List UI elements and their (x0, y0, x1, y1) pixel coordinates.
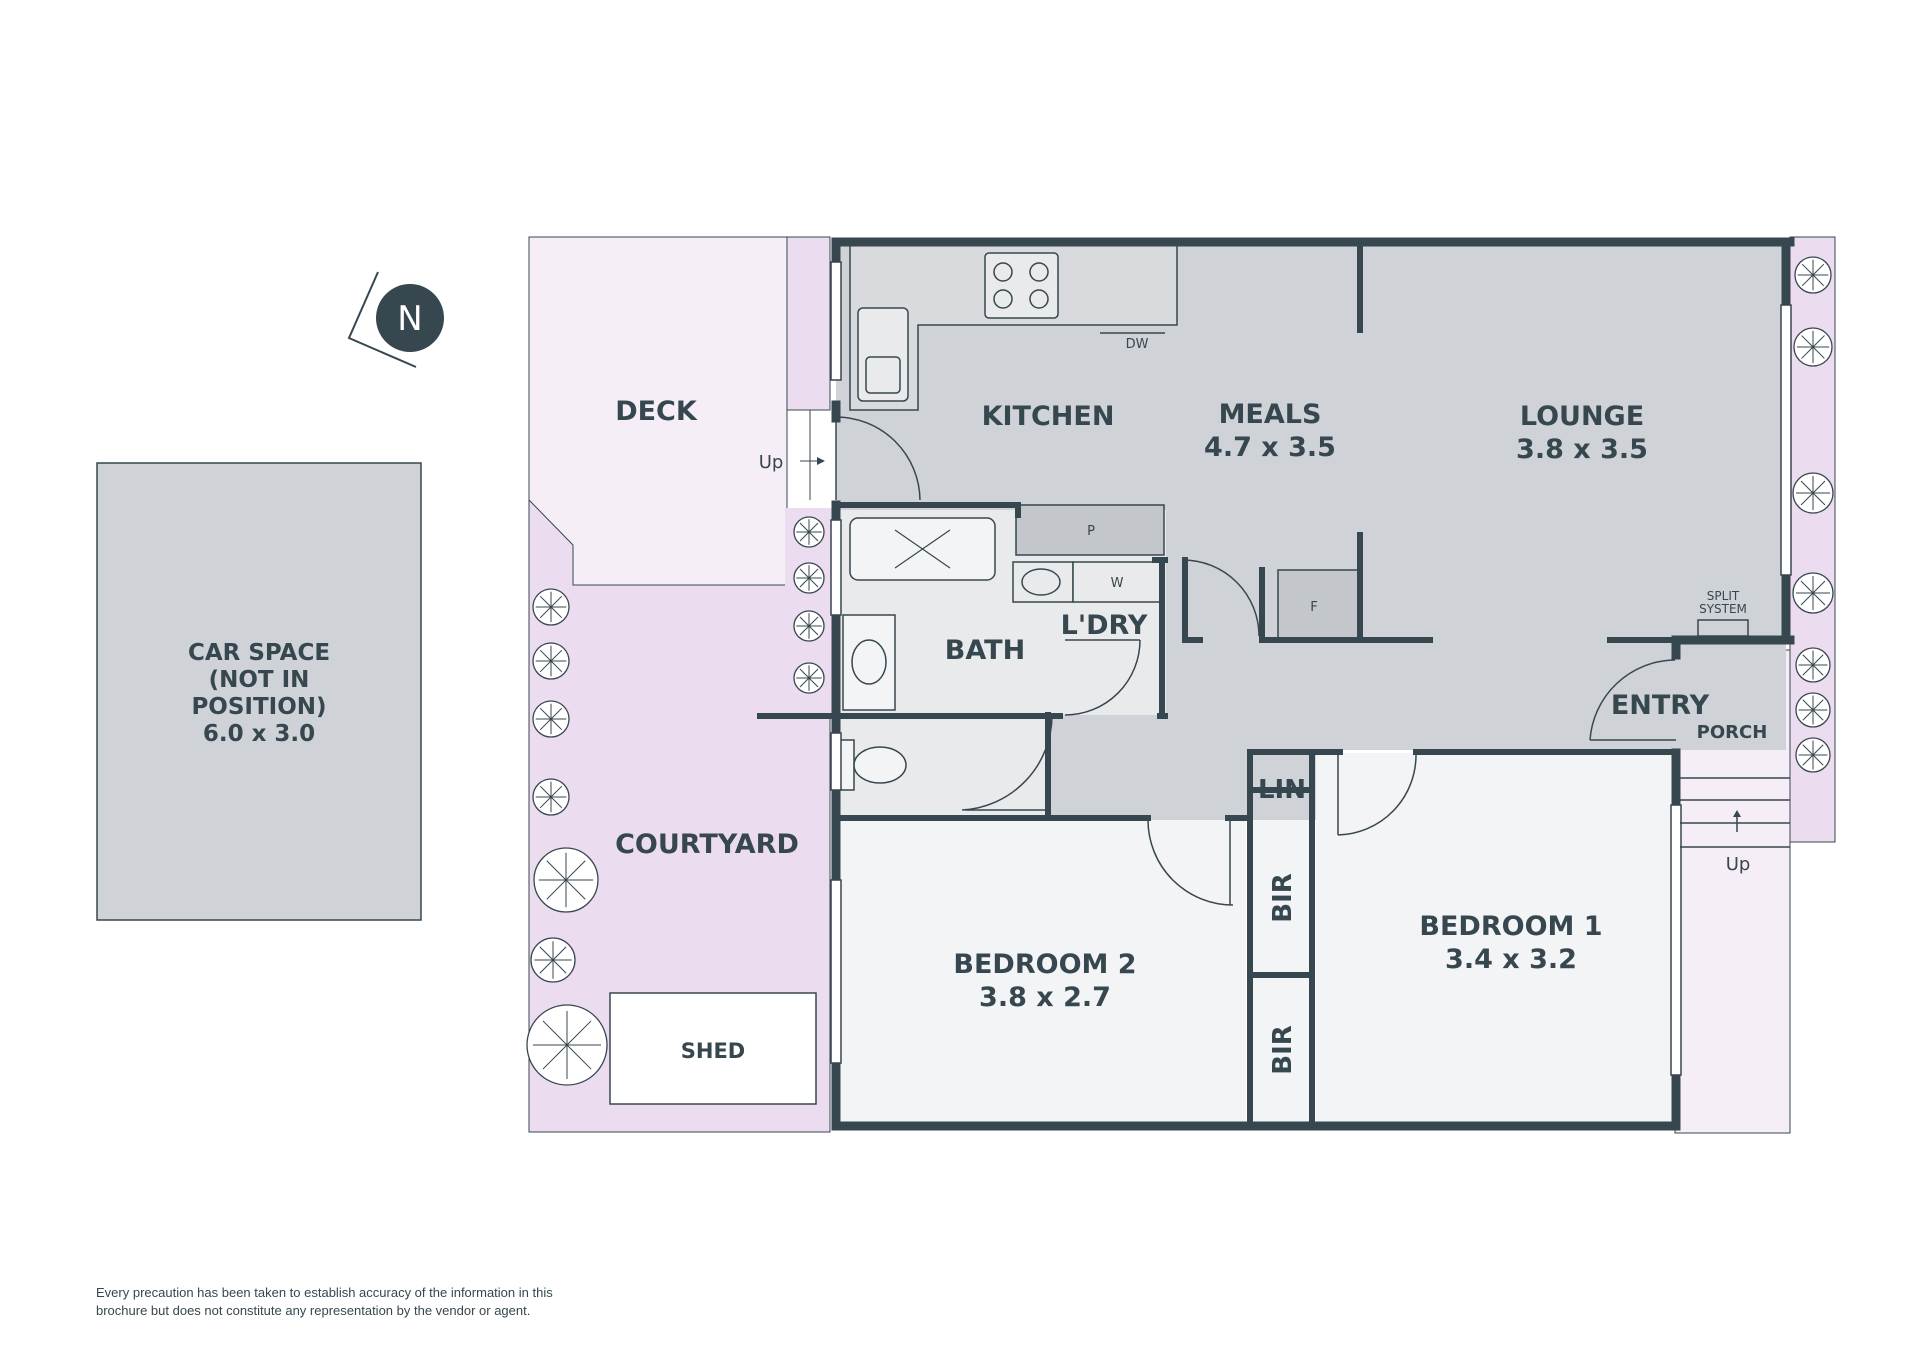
bedroom1-label: BEDROOM 1 (1419, 911, 1602, 942)
bedroom1-dims: 3.4 x 3.2 (1445, 944, 1577, 975)
shed-label: SHED (681, 1039, 745, 1063)
plant-leaves (1798, 740, 1828, 770)
deck-up-arrow (817, 457, 825, 465)
plant-leaves (535, 591, 567, 623)
laundry-tub-bowl (1021, 568, 1061, 596)
deck-area (528, 236, 788, 586)
plant-leaves (538, 852, 594, 908)
north-compass: N (347, 271, 444, 368)
deck-garden-strip (786, 236, 831, 411)
meals-dims: 4.7 x 3.5 (1204, 432, 1336, 463)
lin-label: LIN (1258, 775, 1306, 805)
car-space-label-line2: (NOT IN (209, 667, 310, 693)
cooktop-burner (1029, 262, 1049, 282)
cooktop-burner (993, 262, 1013, 282)
shed (609, 992, 817, 1105)
cooktop (984, 252, 1059, 319)
plant-leaves (534, 941, 572, 979)
plant-leaves (1798, 695, 1828, 725)
car-space-dims: 6.0 x 3.0 (203, 721, 315, 747)
deck-up-label: Up (759, 452, 784, 473)
plant-leaves (796, 665, 822, 691)
lounge-dims: 3.8 x 3.5 (1516, 434, 1648, 465)
car-space-label-line3: POSITION) (191, 694, 326, 720)
laundry-label: L'DRY (1061, 610, 1148, 641)
porch-up-label: Up (1726, 854, 1751, 875)
plant-leaves (1797, 259, 1829, 291)
plant-leaves (533, 1011, 601, 1079)
plant-leaves (796, 565, 822, 591)
pantry-label: P (1087, 524, 1095, 539)
deck-steps (786, 410, 818, 500)
kitchen-sink (857, 307, 909, 402)
plant-leaves (535, 703, 567, 735)
fridge-label: F (1310, 600, 1317, 615)
vanity (842, 614, 896, 711)
porch-steps (1680, 777, 1790, 848)
bedroom2-dims: 3.8 x 2.7 (979, 982, 1111, 1013)
bath-label: BATH (945, 635, 1025, 666)
windows (830, 261, 1792, 1076)
bedroom2-label: BEDROOM 2 (953, 949, 1136, 980)
disclaimer-line2: brochure but does not constitute any rep… (96, 1303, 531, 1318)
split-system-label-line1: SPLIT (1707, 589, 1740, 603)
bedroom1-room (1316, 753, 1676, 1126)
plant-leaves (796, 613, 822, 639)
washer-label: W (1111, 576, 1124, 591)
split-system-label-line2: SYSTEM (1699, 602, 1747, 616)
cooktop-burner (993, 289, 1013, 309)
washer (1072, 561, 1162, 603)
lounge-label: LOUNGE (1520, 401, 1644, 432)
dishwasher-label: DW (1126, 337, 1149, 352)
cooktop-burner (1029, 289, 1049, 309)
bir-lower-label: BIR (1268, 1025, 1298, 1075)
plant-leaves (535, 781, 567, 813)
kitchen-label: KITCHEN (982, 401, 1115, 432)
car-space (96, 462, 422, 921)
disclaimer-line1: Every precaution has been taken to estab… (96, 1285, 553, 1300)
doors (835, 416, 1676, 906)
deck-label: DECK (615, 396, 698, 427)
plant-leaves (1798, 650, 1828, 680)
kitchen-sink-bowl (865, 356, 901, 394)
pantry (1015, 504, 1165, 556)
entry-label: ENTRY (1611, 690, 1710, 721)
courtyard-label: COURTYARD (615, 829, 799, 860)
porch-up-arrow (1733, 810, 1741, 817)
vanity-basin (851, 639, 887, 685)
plant-leaves (1796, 576, 1830, 610)
plant-leaves (1796, 476, 1830, 510)
interior-walls (757, 242, 1679, 1129)
shower-rose-line (894, 529, 951, 569)
meals-label: MEALS (1219, 399, 1322, 430)
car-space-label: CAR SPACE (188, 640, 330, 666)
disclaimer: Every precaution has been taken to estab… (96, 1284, 656, 1320)
north-label: N (397, 299, 422, 339)
fridge-space (1277, 569, 1359, 641)
bir-upper-label: BIR (1268, 873, 1298, 923)
bedroom2-room (836, 820, 1246, 1126)
toilet-bowl (853, 746, 907, 784)
plant-leaves (535, 645, 567, 677)
porch-label: PORCH (1697, 722, 1768, 743)
plant-leaves (1796, 330, 1830, 364)
plants (526, 256, 1834, 1086)
plant-leaves (796, 519, 822, 545)
toilet-cistern (839, 739, 855, 791)
